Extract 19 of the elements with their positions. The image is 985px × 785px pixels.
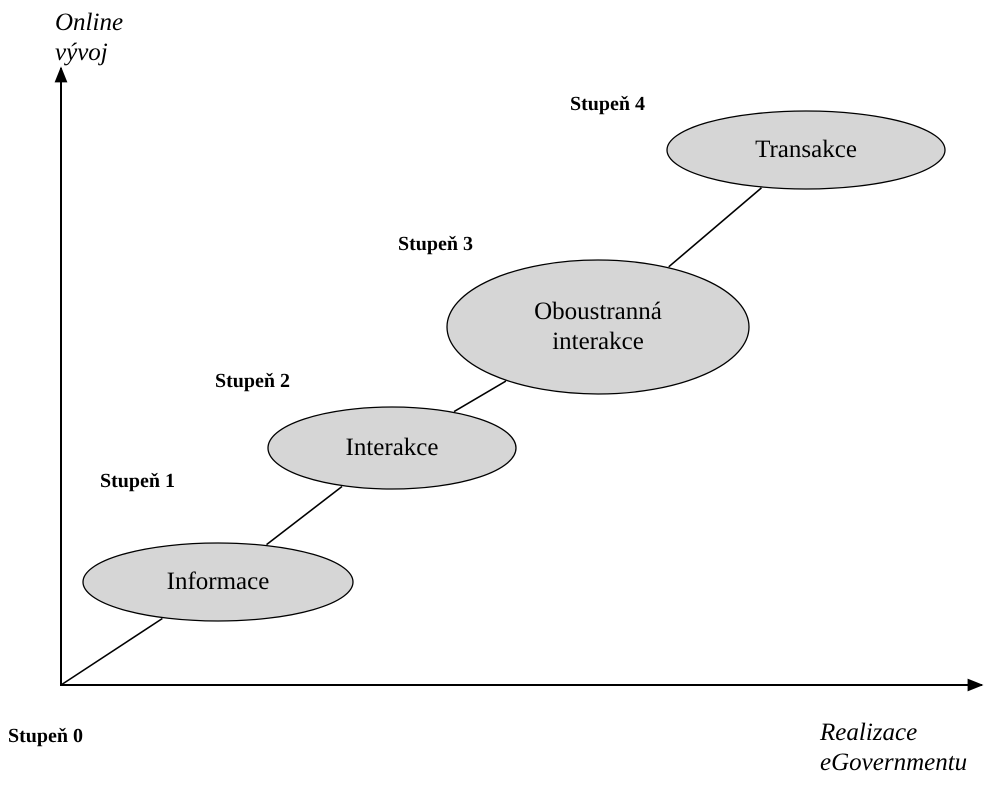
stage-number: Stupeň 3 xyxy=(398,233,474,256)
stage-ellipse xyxy=(446,259,750,395)
axis-title: Realizace eGovernmentu xyxy=(820,718,968,778)
connector-line xyxy=(60,618,163,686)
stage-number: Stupeň 0 xyxy=(8,725,84,748)
stage-label: Transakce xyxy=(755,135,857,165)
stage-ellipse xyxy=(82,542,354,622)
axis-title: Online vývoj xyxy=(55,8,124,68)
stage-label: Interakce xyxy=(346,433,438,463)
stage-number: Stupeň 1 xyxy=(100,470,176,493)
stage-label: Informace xyxy=(166,567,270,597)
stage-number: Stupeň 4 xyxy=(570,93,646,116)
stage-label: Oboustranná interakce xyxy=(533,297,663,357)
stage-number: Stupeň 2 xyxy=(215,370,290,393)
connector-line xyxy=(454,380,506,412)
stage-ellipse xyxy=(267,406,517,490)
stage-ellipse xyxy=(666,110,946,190)
connector-line xyxy=(668,187,762,268)
connector-line xyxy=(266,486,342,546)
